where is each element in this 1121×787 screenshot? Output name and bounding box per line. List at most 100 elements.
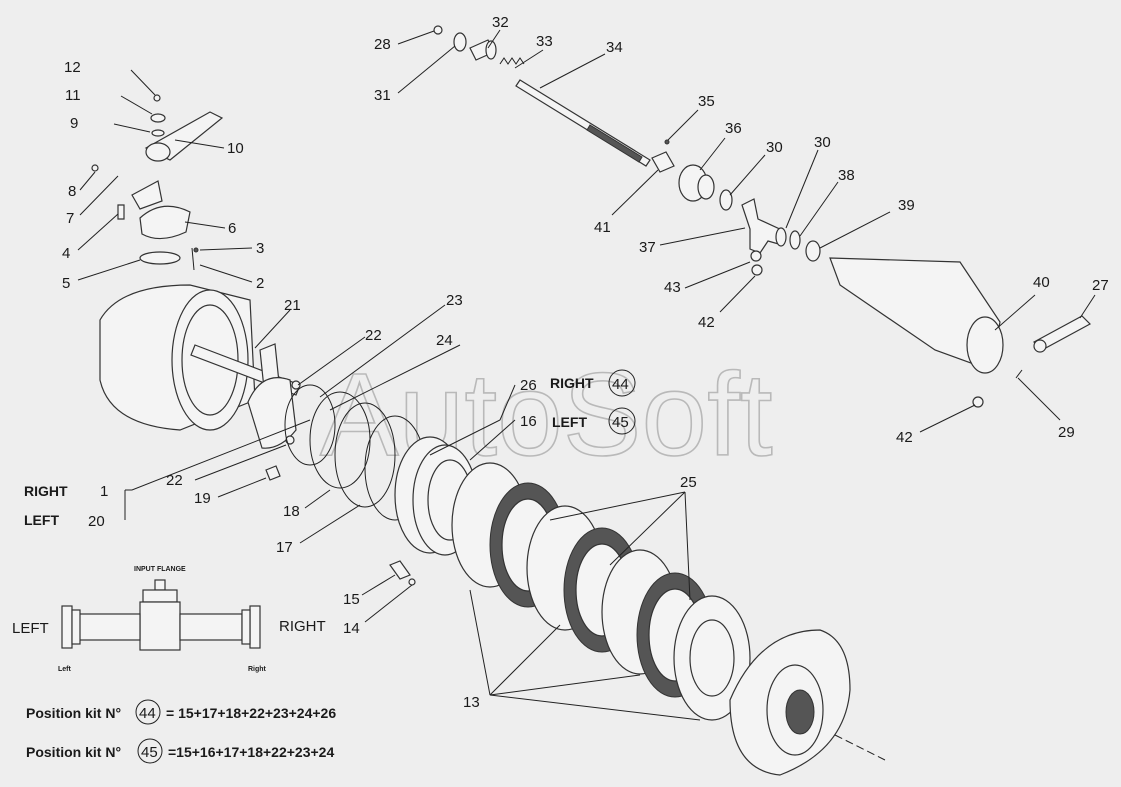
callout-19: 19 [194,490,211,507]
housing-assembly [99,284,301,481]
position-kit-45-number: 45 [141,744,158,761]
callout-10: 10 [227,140,244,157]
part-35-ball [664,139,670,145]
part-41-nut [651,151,675,173]
callout-15: 15 [343,591,360,608]
callout-26: 26 [520,377,537,394]
part-42-nut [751,264,763,276]
part-39-nut [805,240,821,262]
kit-side-labels: RIGHT 44 LEFT 45 [550,369,636,435]
callout-2: 2 [256,275,264,292]
callout-9: 9 [70,115,78,132]
callout-43: 43 [664,279,681,296]
inset-left-label: LEFT [12,620,49,637]
inset-input-flange-label: INPUT FLANGE [134,566,186,573]
callout-4: 4 [62,245,70,262]
callout-16: 16 [520,413,537,430]
part-2-pin [191,247,195,271]
kit-44-circle [608,369,636,397]
kit-44-number: 44 [612,376,629,393]
kit-45-number: 45 [612,414,629,431]
callout-5: 5 [62,275,70,292]
callout-37: 37 [639,239,656,256]
callout-42-bottom: 42 [896,429,913,446]
callout-30-left: 30 [766,139,783,156]
position-kit-45-formula: =15+16+17+18+22+23+24 [168,744,334,760]
part-34-thread [586,124,643,163]
callout-40: 40 [1033,274,1050,291]
callout-24: 24 [436,332,453,349]
part-29-pin [1015,369,1023,379]
callout-17: 17 [276,539,293,556]
callout-34: 34 [606,39,623,56]
part-4-bolt [117,204,125,220]
position-kit-44-row: Position kit N° 44 = 15+17+18+22+23+24+2… [26,699,336,725]
callout-32: 32 [492,14,509,31]
callout-22-top: 22 [365,327,382,344]
callout-14: 14 [343,620,360,637]
callout-12: 12 [64,59,81,76]
part-30-washer [719,189,733,211]
callout-21: 21 [284,297,301,314]
inset-right-tube [179,613,243,641]
inset-left-tube [77,613,141,641]
callout-31: 31 [374,87,391,104]
label-right-housing: RIGHT [24,483,68,499]
part-22a [291,380,301,390]
part-7-bracket [131,180,163,210]
callout-numbers: 12 11 9 10 8 7 4 6 3 5 2 21 22 23 24 26 … [62,14,1109,711]
clutch-discs [451,462,751,721]
position-kit-44-formula: = 15+17+18+22+23+24+26 [166,705,336,721]
part-43-washer [750,250,762,262]
callout-13: 13 [463,694,480,711]
part-9-washer [151,129,165,137]
callout-8: 8 [68,183,76,200]
callout-28: 28 [374,36,391,53]
position-kit-44-number: 44 [139,705,156,722]
callout-39: 39 [898,197,915,214]
callout-38: 38 [838,167,855,184]
callout-11: 11 [65,87,81,104]
callout-42-top: 42 [698,314,715,331]
label-left-housing: LEFT [24,512,59,528]
part-31-circlip [453,32,467,52]
callout-33: 33 [536,33,553,50]
callout-22-bottom: 22 [166,472,183,489]
callout-36: 36 [725,120,742,137]
part-14-ball [408,578,416,586]
inset-left-small: Left [58,666,72,673]
part-11-nut [150,113,166,123]
callout-18: 18 [283,503,300,520]
part-6-cover [139,205,191,240]
callout-7: 7 [66,210,74,227]
callout-25: 25 [680,474,697,491]
callout-1: 1 [100,483,108,500]
position-kit-45-row: Position kit N° 45 =15+16+17+18+22+23+24 [26,738,334,764]
lever-assembly [91,94,224,271]
part-15-pin [389,560,411,580]
callout-6: 6 [228,220,236,237]
callout-35: 35 [698,93,715,110]
part-33-spring [499,57,525,65]
part-5-oring [139,251,181,265]
actuator-assembly [433,25,1091,408]
watermark: AutoSoft [320,349,773,481]
part-37-bracket [741,198,785,254]
part-28-pin [433,25,443,35]
input-flange-inset: INPUT FLANGE LEFT RIGHT Left Right [12,566,326,673]
end-cover [729,629,886,776]
label-left-kit: LEFT [552,414,587,430]
part-30b-washer [775,227,787,247]
callout-20: 20 [88,513,105,530]
callout-27: 27 [1092,277,1109,294]
part-22b [285,435,295,445]
callout-29: 29 [1058,424,1075,441]
callout-3: 3 [256,240,264,257]
part-12-screw [153,94,161,102]
label-right-kit: RIGHT [550,375,594,391]
part-8-screw [91,164,99,172]
part-19-bushing [265,465,281,481]
callout-41: 41 [594,219,611,236]
